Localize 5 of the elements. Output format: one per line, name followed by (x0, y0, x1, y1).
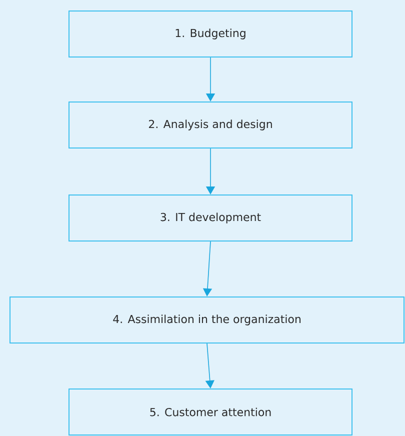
process-box: 5. Customer attention (68, 388, 352, 436)
process-box: 4. Assimilation in the organization (10, 296, 404, 344)
process-box: 2. Analysis and design (68, 102, 352, 148)
process-box: 3. IT development (68, 194, 352, 242)
process-box: 1. Budgeting (68, 10, 352, 58)
